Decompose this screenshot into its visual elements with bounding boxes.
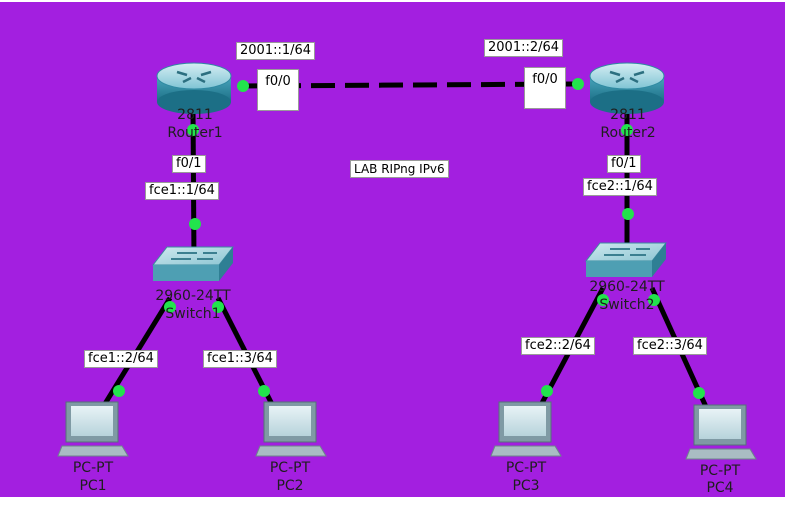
- router2-lan-port-label: f0/1: [607, 155, 641, 173]
- lan1-gateway-label: fce1::1/64: [145, 182, 219, 200]
- link-light-router1-lan: [187, 124, 199, 136]
- router2-wan-address-label: 2001::2/64: [484, 39, 564, 57]
- pc3-address-label: fce2::2/64: [521, 337, 595, 355]
- router2-name-label: Router2: [600, 125, 656, 141]
- link-light-pc4: [693, 387, 705, 399]
- frame-bottom-border: [0, 497, 797, 509]
- router1-wan-port-label: f0/0: [257, 69, 299, 111]
- pc4-address-label: fce2::3/64: [633, 337, 707, 355]
- link-light-pc2: [258, 385, 270, 397]
- router2-wan-port-label: f0/0: [524, 67, 566, 109]
- frame-top-border: [0, 0, 797, 2]
- frame-right-border: [785, 0, 797, 509]
- switch1-icon[interactable]: [151, 246, 235, 281]
- router1-model-label: 2811: [177, 107, 213, 123]
- router1-icon[interactable]: [156, 62, 232, 114]
- link-light-switch1-uplink: [189, 218, 201, 230]
- pc2-name-label: PC2: [276, 478, 304, 494]
- pc1-address-label: fce1::2/64: [84, 350, 158, 368]
- link-light-switch1-pc2: [212, 301, 224, 313]
- link-light-switch2-pc4: [648, 294, 660, 306]
- link-lights: [113, 78, 705, 399]
- switch1-name-label: Switch1: [165, 306, 221, 322]
- link-light-router1-wan: [237, 80, 249, 92]
- lab-title: LAB RIPng IPv6: [350, 160, 449, 178]
- switch2-icon[interactable]: [584, 242, 668, 277]
- switch1-model-label: 2960-24TT: [155, 288, 231, 304]
- router2-model-label: 2811: [610, 107, 646, 123]
- pc2-model-label: PC-PT: [269, 460, 311, 476]
- router2-icon[interactable]: [589, 62, 665, 114]
- switch2-model-label: 2960-24TT: [589, 279, 665, 295]
- router1-lan-port-label: f0/1: [172, 155, 206, 173]
- link-light-switch2-uplink: [622, 208, 634, 220]
- link-light-router2-wan: [572, 78, 584, 90]
- pc3-model-label: PC-PT: [505, 460, 547, 476]
- pc1-name-label: PC1: [79, 478, 107, 494]
- router1-name-label: Router1: [167, 125, 223, 141]
- pc1-model-label: PC-PT: [72, 460, 114, 476]
- pc4-model-label: PC-PT: [699, 463, 741, 479]
- pc2-address-label: fce1::3/64: [203, 350, 277, 368]
- pc2-icon[interactable]: [255, 401, 327, 457]
- lan2-gateway-label: fce2::1/64: [583, 178, 657, 196]
- link-light-pc1: [113, 385, 125, 397]
- pc4-name-label: PC4: [706, 480, 734, 496]
- switch2-name-label: Switch2: [599, 297, 655, 313]
- pc1-icon[interactable]: [57, 401, 129, 457]
- pc3-name-label: PC3: [512, 478, 540, 494]
- link-light-switch1-pc1: [164, 301, 176, 313]
- router1-wan-address-label: 2001::1/64: [236, 42, 316, 60]
- link-light-pc3: [541, 385, 553, 397]
- pc4-icon[interactable]: [685, 404, 757, 460]
- link-light-router2-lan: [621, 124, 633, 136]
- pc3-icon[interactable]: [490, 401, 562, 457]
- link-light-switch2-pc3: [597, 294, 609, 306]
